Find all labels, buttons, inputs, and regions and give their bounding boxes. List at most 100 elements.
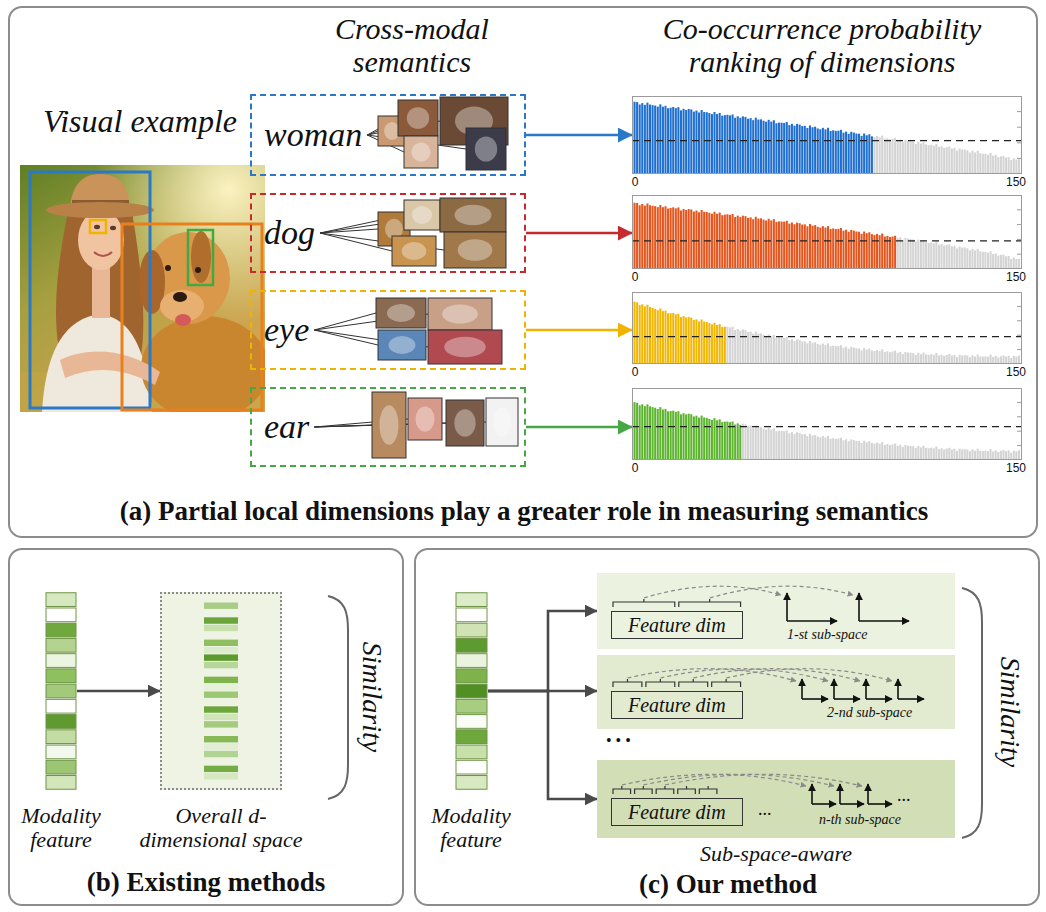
probability-bar bbox=[879, 351, 881, 363]
threshold-line bbox=[632, 240, 1022, 241]
thumbnail bbox=[444, 232, 506, 268]
probability-bar bbox=[791, 339, 793, 363]
probability-bar bbox=[894, 351, 896, 363]
feature-cell bbox=[46, 684, 76, 698]
probability-bar bbox=[943, 449, 945, 459]
probability-bar bbox=[677, 207, 679, 268]
axis-tick: 150 bbox=[1006, 176, 1026, 189]
probability-bar bbox=[796, 223, 798, 268]
probability-bar bbox=[760, 333, 762, 363]
probability-bar bbox=[812, 127, 814, 173]
column-heading: Cross-modal semantics bbox=[287, 12, 537, 78]
projection-arc bbox=[665, 774, 862, 786]
probability-bar bbox=[941, 146, 943, 173]
thumbnail-detail bbox=[454, 409, 475, 437]
probability-bar bbox=[961, 150, 963, 173]
thumbnail bbox=[446, 400, 484, 446]
probability-bar bbox=[763, 220, 765, 268]
probability-bar bbox=[652, 105, 654, 173]
axis-arrow bbox=[811, 784, 813, 804]
bar-series bbox=[632, 203, 1022, 268]
thumbnail bbox=[408, 398, 442, 440]
probability-bar bbox=[956, 451, 958, 459]
probability-bar bbox=[840, 130, 842, 173]
probability-bar bbox=[812, 226, 814, 268]
probability-bar bbox=[644, 406, 646, 459]
probability-bar bbox=[667, 209, 669, 268]
probability-bar bbox=[819, 228, 821, 268]
probability-bar bbox=[634, 203, 636, 268]
semantic-thumbnails bbox=[320, 198, 506, 268]
probability-bar bbox=[835, 439, 837, 459]
probability-bar bbox=[876, 136, 878, 173]
probability-bar bbox=[1000, 451, 1002, 459]
probability-bar bbox=[997, 452, 999, 459]
probability-bar bbox=[1002, 450, 1004, 459]
probability-bar bbox=[695, 416, 697, 459]
probability-bar bbox=[698, 418, 700, 459]
probability-bar bbox=[716, 114, 718, 173]
probability-bar bbox=[783, 431, 785, 459]
probability-bar bbox=[695, 111, 697, 173]
probability-bar bbox=[910, 446, 912, 459]
feature-cell bbox=[456, 608, 487, 622]
probability-bar bbox=[964, 150, 966, 173]
probability-bar bbox=[636, 403, 638, 459]
probability-bar bbox=[840, 345, 842, 363]
probability-bar bbox=[881, 136, 883, 173]
bar-series bbox=[632, 102, 1022, 173]
probability-bar bbox=[742, 424, 744, 459]
probability-bar bbox=[974, 451, 976, 459]
ellipsis: ... bbox=[897, 786, 911, 806]
probability-bar bbox=[744, 330, 746, 363]
probability-bar bbox=[930, 448, 932, 459]
probability-bar bbox=[793, 434, 795, 459]
leader-line bbox=[314, 313, 376, 330]
probability-bar bbox=[930, 354, 932, 363]
probability-bar bbox=[835, 131, 837, 173]
axis-arrow bbox=[787, 620, 837, 622]
probability-bar bbox=[775, 431, 777, 459]
probability-bar bbox=[886, 138, 888, 173]
probability-bar bbox=[721, 116, 723, 173]
probability-bar bbox=[871, 350, 873, 363]
probability-bar bbox=[737, 329, 739, 363]
probability-bar bbox=[770, 430, 772, 459]
probability-bar bbox=[680, 414, 682, 459]
probability-bar bbox=[941, 244, 943, 268]
figure-panel: woman0150dog0150eye0150ear0150Visual exa… bbox=[8, 6, 1038, 538]
probability-bar bbox=[809, 341, 811, 363]
probability-bar bbox=[716, 325, 718, 363]
probability-bar bbox=[654, 309, 656, 363]
probability-bar bbox=[917, 142, 919, 173]
probability-bar bbox=[868, 349, 870, 363]
probability-bar bbox=[951, 149, 953, 173]
dimension-bar bbox=[204, 617, 238, 623]
probability-bar bbox=[667, 411, 669, 459]
probability-bar bbox=[959, 149, 961, 173]
flow-arrow bbox=[526, 232, 632, 235]
semantic-word: ear bbox=[264, 408, 309, 445]
probability-bar bbox=[752, 428, 754, 459]
probability-bar bbox=[793, 341, 795, 363]
probability-bar bbox=[925, 145, 927, 173]
probability-bar bbox=[1010, 453, 1012, 459]
column-heading: Co-occurrence probability ranking of dim… bbox=[625, 12, 1020, 78]
probability-bar bbox=[773, 428, 775, 459]
probability-bar bbox=[822, 436, 824, 459]
dimension-bar bbox=[204, 743, 238, 749]
flow-arrow bbox=[526, 329, 632, 332]
probability-bar bbox=[763, 121, 765, 173]
probability-bar bbox=[739, 331, 741, 363]
probability-bar bbox=[902, 240, 904, 268]
probability-bar bbox=[879, 444, 881, 459]
feature-cell bbox=[46, 715, 76, 729]
probability-bar bbox=[832, 346, 834, 363]
probability-bar bbox=[695, 319, 697, 363]
probability-bar bbox=[703, 212, 705, 268]
semantic-thumbnails bbox=[367, 97, 508, 170]
dimension-bar bbox=[204, 684, 238, 690]
probability-bar bbox=[889, 237, 891, 268]
visual-example-photo bbox=[46, 202, 154, 218]
semantic-box: eye bbox=[250, 290, 526, 370]
